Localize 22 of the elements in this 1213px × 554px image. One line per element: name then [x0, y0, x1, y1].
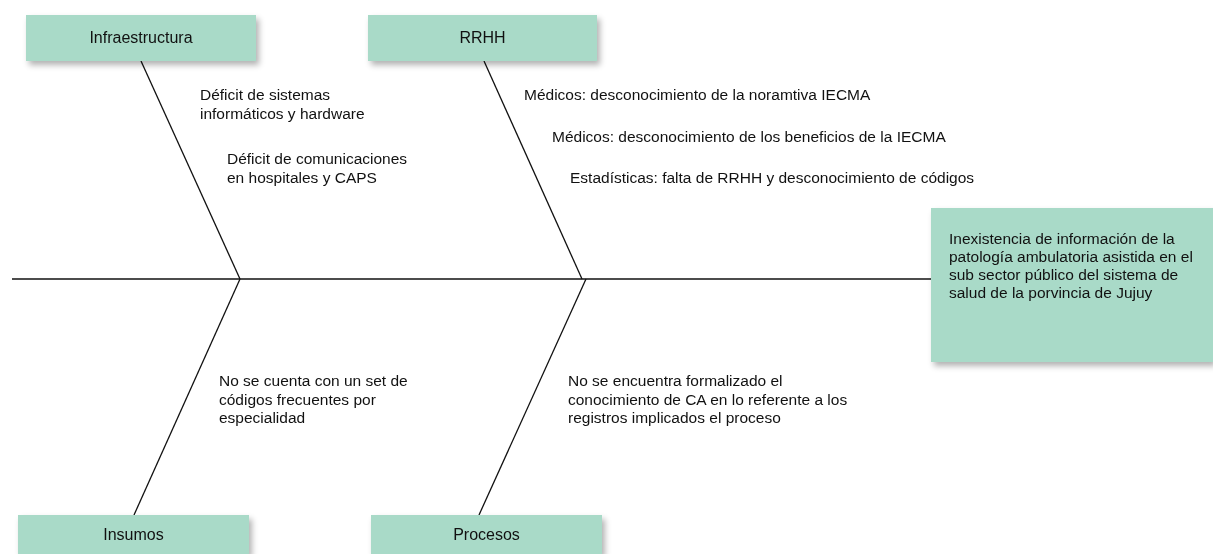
category-label: Procesos: [453, 525, 520, 544]
category-box: [18, 515, 249, 554]
bone-line: [133, 278, 241, 516]
category-label: RRHH: [459, 29, 506, 47]
category-label: Insumos: [103, 525, 164, 544]
cause-text: Déficit de sistemas informáticos y hardware: [200, 86, 366, 124]
category-label: Infraestructura: [89, 29, 193, 47]
cause-text: Déficit de comunicaciones en hospitales y CAPS: [227, 150, 409, 188]
category-box: [371, 515, 602, 554]
cause-text: No se encuentra formalizado el conocimiento de CA en lo referente a los registros implicados el proceso: [568, 372, 849, 428]
bone-line: [140, 60, 241, 280]
effect-text: Inexistencia de información de la patología ambulatoria asistida en el sub sector público del sistema de salud de la porvincia de Jujuy: [949, 230, 1194, 303]
cause-text: Médicos: desconocimiento de los beneficios de la IECMA: [552, 128, 947, 147]
bone-line: [483, 60, 583, 280]
effect-box: [931, 208, 1213, 362]
bone-line: [478, 278, 587, 516]
spine-line: [11, 278, 932, 280]
category-box: [26, 15, 256, 61]
cause-text: No se cuenta con un set de códigos frecuentes por especialidad: [219, 372, 409, 428]
category-box: [368, 15, 597, 61]
cause-text: Estadísticas: falta de RRHH y desconocimiento de códigos: [570, 169, 976, 188]
cause-text: Médicos: desconocimiento de la noramtiva IECMA: [524, 86, 872, 105]
